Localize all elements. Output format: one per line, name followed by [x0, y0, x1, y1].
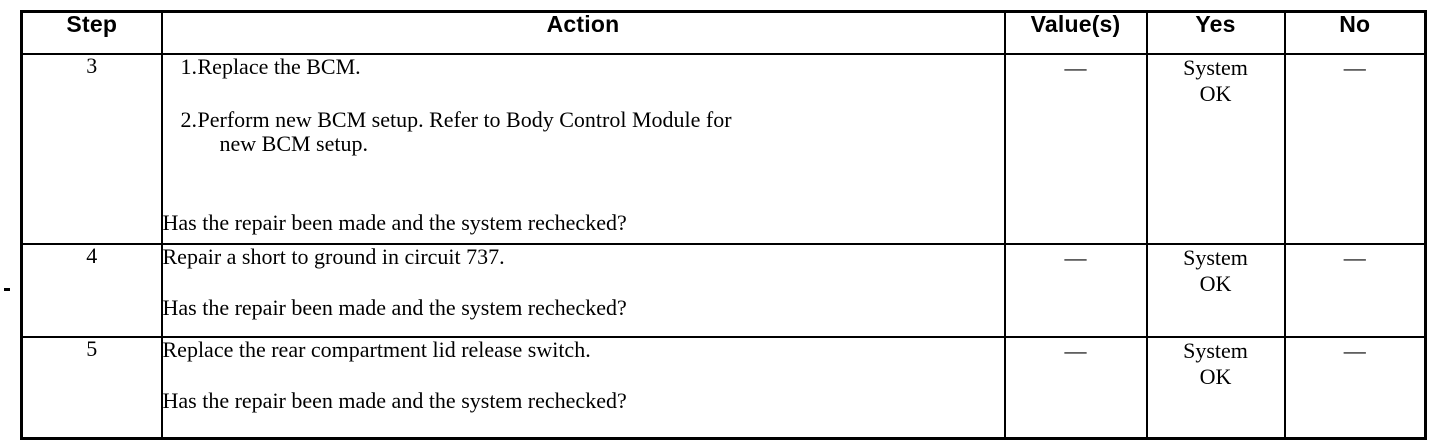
action-question: Has the repair been made and the system … [162, 294, 627, 320]
list-item-text: Replace the BCM. [197, 54, 361, 79]
yes-cell: System OK [1145, 336, 1286, 439]
yes-result-line1: System [1183, 55, 1248, 80]
action-question: Has the repair been made and the system … [162, 387, 627, 413]
list-item-text-continued: new BCM setup. [219, 131, 369, 157]
table-body: 3 1. Replace the BCM. 2. Perform new BCM… [20, 53, 1427, 439]
action-list-item: 1. Replace the BCM. [163, 54, 1004, 80]
action-numbered-list: 1. Replace the BCM. 2. Perform new BCM s… [163, 54, 1004, 157]
action-list-item: 2. Perform new BCM setup. Refer to Body … [163, 106, 1004, 157]
action-question: Has the repair been made and the system … [162, 209, 627, 235]
step-number-cell: 3 [20, 53, 163, 245]
column-header-yes: Yes [1145, 10, 1286, 55]
table-row: 4 Repair a short to ground in circuit 73… [20, 243, 1427, 338]
table-row: 5 Replace the rear compartment lid relea… [20, 336, 1427, 439]
action-cell: Replace the rear compartment lid release… [160, 336, 1006, 439]
column-header-values: Value(s) [1003, 10, 1148, 55]
yes-cell: System OK [1145, 243, 1286, 338]
action-cell: 1. Replace the BCM. 2. Perform new BCM s… [160, 53, 1006, 245]
yes-result-line1: System [1183, 245, 1248, 270]
yes-result-line2: OK [1199, 363, 1232, 389]
list-item-text: Perform new BCM setup. Refer to Body Con… [197, 106, 732, 132]
no-cell: — [1283, 53, 1427, 245]
yes-result-line2: OK [1199, 270, 1232, 296]
no-cell: — [1283, 336, 1427, 439]
action-statement: Replace the rear compartment lid release… [162, 337, 591, 362]
header-row: Step Action Value(s) Yes No [20, 10, 1427, 55]
values-cell: — [1003, 336, 1148, 439]
column-header-no: No [1283, 10, 1427, 55]
table-header: Step Action Value(s) Yes No [20, 10, 1427, 55]
step-number-cell: 4 [20, 243, 163, 338]
action-cell: Repair a short to ground in circuit 737.… [160, 243, 1006, 338]
scan-artifact-speck [4, 288, 10, 291]
values-cell: — [1003, 243, 1148, 338]
yes-result-line2: OK [1199, 80, 1232, 106]
yes-cell: System OK [1145, 53, 1286, 245]
step-number-cell: 5 [20, 336, 163, 439]
yes-result-line1: System [1183, 338, 1248, 363]
column-header-step: Step [20, 10, 163, 55]
no-cell: — [1283, 243, 1427, 338]
action-statement: Repair a short to ground in circuit 737. [162, 244, 505, 269]
table-row: 3 1. Replace the BCM. 2. Perform new BCM… [20, 53, 1427, 245]
list-item-number: 2. [180, 106, 198, 132]
list-item-number: 1. [180, 54, 198, 79]
column-header-action: Action [160, 10, 1006, 55]
diagnostic-step-table: Step Action Value(s) Yes No 3 1. Replace… [20, 10, 1427, 440]
values-cell: — [1003, 53, 1148, 245]
